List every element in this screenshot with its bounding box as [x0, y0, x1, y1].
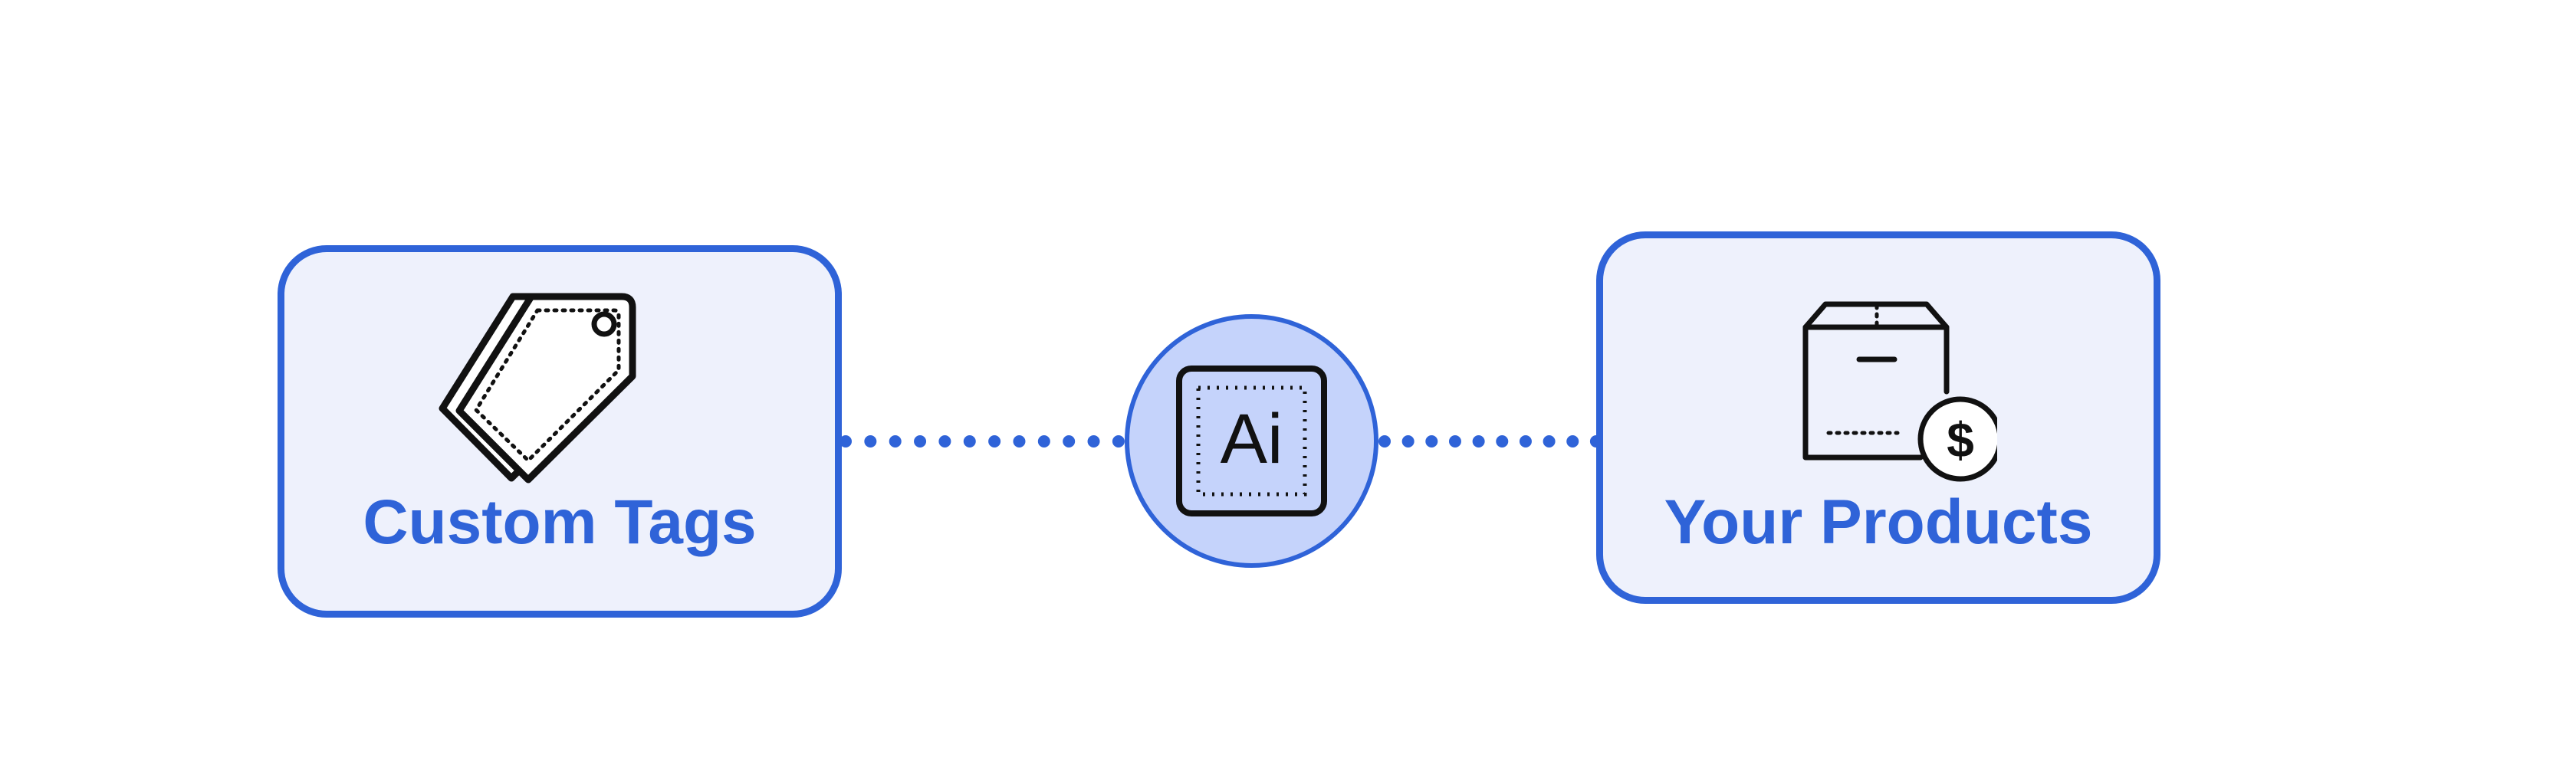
product-box-dollar-icon: $ [1802, 301, 1997, 482]
ai-node: Ai [1125, 314, 1378, 568]
ai-chip-icon: Ai [1176, 366, 1327, 516]
ai-glyph: Ai [1221, 400, 1283, 478]
dollar-glyph: $ [1947, 412, 1974, 467]
custom-tags-node: Custom Tags [278, 245, 842, 618]
your-products-label: Your Products [1664, 487, 2093, 557]
your-products-node: $ Your Products [1596, 231, 2160, 604]
custom-tags-label: Custom Tags [363, 487, 757, 557]
dotted-connector-right [1378, 435, 1602, 448]
dotted-connector-left [840, 435, 1125, 448]
price-tag-icon [439, 293, 636, 484]
